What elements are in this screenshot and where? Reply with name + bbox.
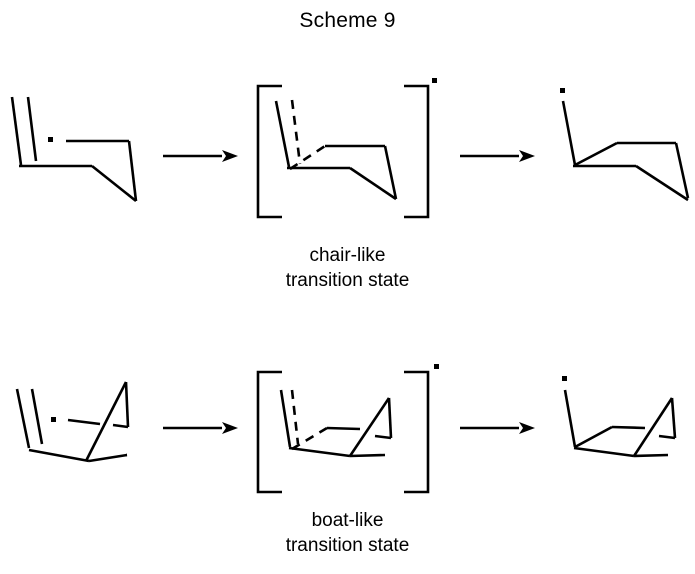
product-bond-up (561, 100, 577, 166)
boat-caption-line2: transition state (285, 535, 410, 556)
chain-bond-2 (88, 453, 128, 463)
right-bracket (404, 370, 430, 494)
chain-bond-up (84, 381, 128, 462)
ts-bond-dashed-diagonal (291, 426, 328, 451)
ts-bond-dashed-vertical (290, 99, 302, 165)
chair-caption-line1: chair-like (309, 245, 386, 266)
ts-bond-apex-down (387, 397, 393, 439)
ts-bond-floor-2 (349, 453, 386, 458)
radical-dot (432, 78, 437, 83)
chain-bond-apex-down (124, 381, 130, 428)
ts-bond-lower-right (349, 166, 397, 201)
left-bracket (256, 84, 282, 219)
ts-bond-dashed-diagonal (289, 144, 326, 171)
boat-reactant-structure (15, 381, 130, 463)
arrow-head (222, 422, 238, 434)
chair-caption: chair-like transition state (0, 243, 695, 293)
vinyl-double-bond-inner (26, 96, 38, 162)
product-bond-apex-down (670, 397, 677, 439)
chain-bond-2 (91, 164, 137, 203)
chain-bond-4 (127, 140, 138, 202)
chair-transition-state (256, 78, 437, 219)
boat-transition-state (256, 364, 439, 494)
chair-arrow-1 (163, 150, 238, 162)
boat-product-structure (562, 376, 677, 458)
arrow-head (222, 150, 238, 162)
ts-bond-apex-left (374, 434, 392, 440)
boat-caption-line1: boat-like (311, 510, 384, 531)
product-bond-right-down (674, 142, 690, 199)
boat-arrow-1 (163, 422, 238, 434)
left-bracket (256, 370, 282, 494)
vinyl-double-bond-inner (30, 388, 44, 445)
arrow-head (519, 150, 535, 162)
ts-bond-solid-1 (274, 100, 291, 168)
radical-dot (48, 137, 53, 142)
product-bond-up (563, 389, 577, 448)
ts-bond-solid-1 (279, 389, 292, 448)
chain-bond-1 (28, 448, 90, 463)
right-bracket (404, 84, 430, 219)
chair-product-structure (560, 88, 690, 202)
boat-arrow-2 (460, 422, 535, 434)
product-bond-apex-left (658, 434, 676, 440)
chair-reactant-structure (10, 96, 138, 203)
chair-caption-line2: transition state (285, 270, 410, 291)
vinyl-double-bond-outer (10, 96, 23, 166)
product-bond-floor-1 (573, 446, 635, 458)
radical-dot (560, 88, 565, 93)
chain-bond-apex-left (112, 423, 129, 429)
product-bond-lower-right (635, 164, 689, 202)
page-title: Scheme 9 (299, 9, 396, 32)
ts-bond-floor-1 (288, 446, 351, 458)
chain-bond-mid (67, 418, 101, 426)
product-bond-floor-2 (633, 453, 669, 458)
ts-bond-dashed-vertical (290, 389, 300, 445)
ts-bond-upper (326, 426, 361, 431)
arrow-head (519, 422, 535, 434)
product-bond-up-right (632, 397, 674, 457)
vinyl-double-bond-outer (15, 388, 31, 449)
chair-arrow-2 (460, 150, 535, 162)
product-bond-upper (611, 425, 646, 430)
product-bond-diag (574, 141, 618, 167)
boat-caption: boat-like transition state (0, 508, 695, 558)
radical-dot (562, 376, 567, 381)
radical-dot (434, 364, 439, 369)
ts-bond-up (348, 397, 391, 457)
ts-bond-right-down (383, 145, 398, 200)
radical-dot (51, 417, 56, 422)
product-bond-diag (574, 425, 613, 449)
